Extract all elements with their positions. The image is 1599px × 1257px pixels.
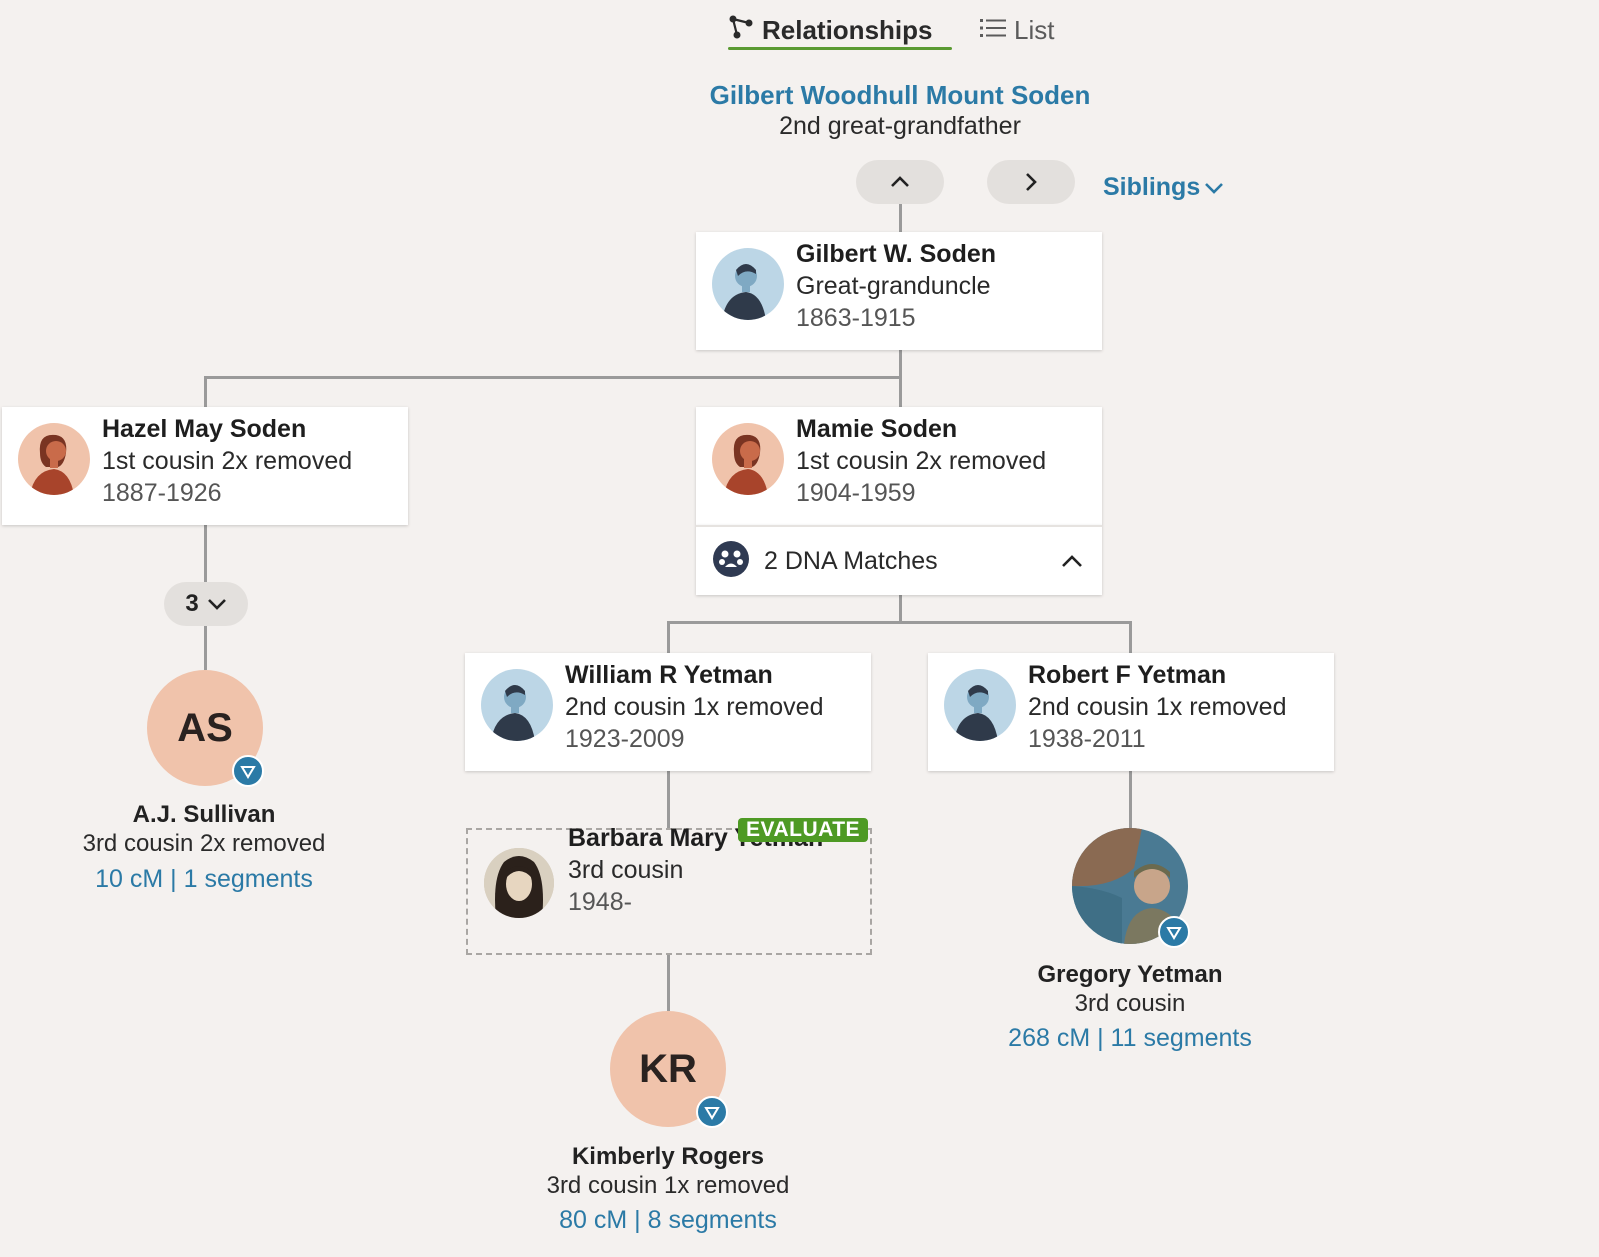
list-icon — [980, 15, 1006, 46]
collapsed-descendants-button[interactable]: 3 — [164, 582, 248, 626]
person-relation: 2nd cousin 1x removed — [1028, 693, 1287, 721]
active-tab-indicator — [728, 47, 952, 50]
dna-icon — [712, 540, 750, 583]
person-card-mamie[interactable]: Mamie Soden 1st cousin 2x removed 1904-1… — [696, 407, 1102, 525]
match-shared-dna-link[interactable]: 10 cM | 1 segments — [95, 865, 313, 893]
person-years: 1887-1926 — [102, 479, 222, 507]
connector — [899, 593, 902, 623]
match-relation: 3rd cousin 1x removed — [546, 1172, 790, 1199]
dna-match-badge-icon — [696, 1096, 728, 1128]
connector — [204, 525, 207, 582]
person-card-william[interactable]: William R Yetman 2nd cousin 1x removed 1… — [465, 653, 871, 771]
tab-relationships-label: Relationships — [762, 14, 933, 45]
chevron-down-icon — [1205, 182, 1224, 194]
person-relation: Great-granduncle — [796, 272, 991, 300]
match-name[interactable]: Gregory Yetman — [1037, 961, 1223, 988]
person-years: 1948- — [568, 888, 632, 916]
match-name[interactable]: A.J. Sullivan — [132, 801, 276, 828]
connector — [667, 770, 670, 828]
tab-relationships[interactable]: Relationships — [728, 10, 932, 50]
evaluate-badge[interactable]: EVALUATE — [738, 818, 869, 842]
male-avatar-icon — [712, 248, 784, 320]
person-name: Hazel May Soden — [102, 415, 307, 443]
siblings-label: Siblings — [1103, 173, 1201, 201]
dna-matches-toggle[interactable]: 2 DNA Matches — [696, 525, 1102, 595]
male-avatar-icon — [944, 669, 1016, 741]
ancestor-relation: 2nd great-grandfather — [779, 112, 1021, 140]
dna-match-badge-icon — [1158, 916, 1190, 948]
next-sibling-button[interactable] — [987, 160, 1075, 204]
person-years: 1863-1915 — [796, 304, 916, 332]
relationships-icon — [728, 14, 754, 47]
person-name: Mamie Soden — [796, 415, 958, 443]
connector — [899, 204, 902, 233]
match-relation: 3rd cousin 2x removed — [82, 830, 326, 857]
person-name: Robert F Yetman — [1028, 661, 1227, 689]
female-avatar-icon — [18, 423, 90, 495]
person-card-hazel[interactable]: Hazel May Soden 1st cousin 2x removed 18… — [2, 407, 408, 525]
descendant-count: 3 — [185, 590, 199, 617]
person-name: Gilbert W. Soden — [796, 240, 997, 268]
person-relation: 1st cousin 2x removed — [102, 447, 353, 475]
chevron-right-icon — [1026, 173, 1037, 191]
person-card-robert[interactable]: Robert F Yetman 2nd cousin 1x removed 19… — [928, 653, 1334, 771]
match-shared-dna-link[interactable]: 80 cM | 8 segments — [559, 1206, 777, 1234]
photo-avatar — [484, 848, 554, 918]
tab-list-label: List — [1014, 14, 1055, 45]
person-card-gilbert[interactable]: Gilbert W. Soden Great-granduncle 1863-1… — [696, 232, 1102, 350]
chevron-down-icon — [207, 599, 226, 610]
person-relation: 1st cousin 2x removed — [796, 447, 1047, 475]
chevron-up-icon — [891, 176, 909, 187]
connector — [204, 376, 902, 379]
match-avatar[interactable]: KR — [610, 1011, 726, 1127]
connector — [667, 951, 670, 1011]
person-card-barbara[interactable]: Barbara Mary Yetman 3rd cousin 1948- — [466, 824, 872, 955]
connector — [204, 376, 207, 408]
tab-list[interactable]: List — [980, 10, 1054, 50]
dna-matches-label: 2 DNA Matches — [764, 546, 938, 575]
match-name[interactable]: Kimberly Rogers — [571, 1143, 765, 1170]
male-avatar-icon — [481, 669, 553, 741]
person-years: 1923-2009 — [565, 725, 685, 753]
match-shared-dna-link[interactable]: 268 cM | 11 segments — [1008, 1024, 1252, 1052]
connector — [1129, 770, 1132, 828]
chevron-up-icon — [1062, 555, 1082, 567]
person-years: 1938-2011 — [1028, 725, 1146, 753]
connector — [899, 350, 902, 378]
person-relation: 3rd cousin — [568, 856, 684, 884]
connector — [899, 376, 902, 408]
siblings-dropdown[interactable]: Siblings — [1103, 173, 1224, 202]
go-up-button[interactable] — [856, 160, 944, 204]
connector — [667, 621, 1132, 624]
connector — [1129, 621, 1132, 653]
connector — [204, 626, 207, 670]
ancestor-name-link[interactable]: Gilbert Woodhull Mount Soden — [709, 80, 1091, 110]
connector — [667, 621, 670, 653]
person-name: William R Yetman — [565, 661, 773, 689]
dna-match-badge-icon — [232, 755, 264, 787]
match-relation: 3rd cousin — [1074, 990, 1186, 1017]
person-years: 1904-1959 — [796, 479, 916, 507]
person-relation: 2nd cousin 1x removed — [565, 693, 824, 721]
female-avatar-icon — [712, 423, 784, 495]
